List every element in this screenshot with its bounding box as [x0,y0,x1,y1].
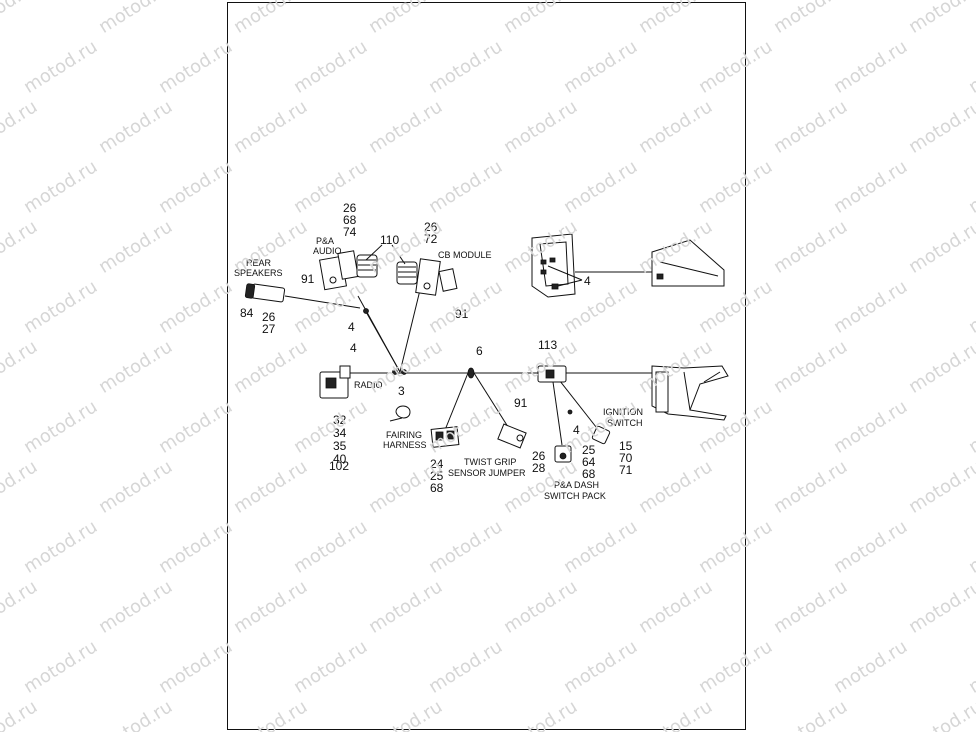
junction-dot [392,369,398,375]
callout-radio-ref: 34 [333,426,347,440]
callout-fairing-conn-ref: 68 [430,481,444,495]
harness-branch-ignition [555,375,601,433]
fork-lock-bracket [651,365,729,421]
leader-4-bracket [557,279,583,287]
rear-speaker-connector [244,283,286,303]
label-pa-dash-1: P&A DASH [554,480,599,490]
harness-clip [467,367,475,379]
pa-audio-connector [318,250,359,291]
label-pa-audio-2: AUDIO [313,246,342,256]
dash-bracket-assembly [531,233,576,298]
callout-radio-ref: 102 [329,459,349,473]
callout-dash-ref: 25 [582,443,596,457]
callout-110: 110 [380,233,399,247]
callout-6: 6 [476,344,483,358]
label-fairing-harness-1: FAIRING [386,430,422,440]
label-cb-module: CB MODULE [438,250,492,260]
harness-branch-twistgrip [473,372,511,431]
callout-4-dash: 4 [573,423,580,437]
radio-unit [319,365,351,399]
callout-ignition-ref: 71 [619,463,633,477]
callout-cb-ref: 26 [424,220,438,234]
callout-radio-ref: 35 [333,439,347,453]
callout-radio-ref: 40 [333,452,347,466]
label-radio: RADIO [354,380,383,390]
callout-pa-audio-ref: 68 [343,213,357,227]
label-rear-speakers-2: SPEAKERS [234,268,283,278]
callout-ignition-ref: 15 [619,439,633,453]
callout-speaker-ref: 27 [262,322,276,336]
label-rear-speakers-1: REAR [246,258,272,268]
cb-module-jack-connector [396,261,418,285]
harness-junction-block [537,365,567,383]
callout-ignition-ref: 70 [619,451,633,465]
leader-4-bracket [547,265,583,281]
leader-110 [365,244,383,261]
callout-3: 3 [398,384,405,398]
callout-cb-ref: 72 [424,232,438,246]
callout-pa-audio-ref: 26 [343,201,357,215]
label-fairing-harness-2: HARNESS [383,440,427,450]
label-twist-grip-1: TWIST GRIP [464,457,516,467]
callout-twist-ref: 26 [532,449,546,463]
callout-fairing-conn-ref: 24 [430,457,444,471]
callout-dash-ref: 68 [582,467,596,481]
cable-strap [567,409,573,415]
dash-switch-connector [554,445,572,463]
callout-4-speaker: 4 [348,320,355,334]
label-ignition-switch-2: SWITCH [607,418,643,428]
callout-113: 113 [538,338,557,352]
label-pa-audio-1: P&A [316,236,334,246]
fairing-harness-connector [389,405,411,422]
callout-speaker-ref: 26 [262,310,276,324]
cb-module-connector [415,258,458,296]
audio-jack-connector [356,254,378,278]
ignition-switch-connector [591,425,611,445]
harness-branch-fairing [444,372,469,431]
callout-twist-ref: 28 [532,461,546,475]
cable-strap [363,308,369,314]
twist-grip-connector [497,423,527,449]
fairing-connector-pair [430,426,460,448]
callout-84: 84 [240,306,254,320]
label-pa-dash-2: SWITCH PACK [544,491,606,501]
label-twist-grip-2: SENSOR JUMPER [448,468,526,478]
label-ignition-switch-1: IGNITION [603,407,643,417]
cb-bracket-rail [651,239,725,287]
harness-branch-audio [357,295,401,373]
harness-branch-dash [551,374,563,446]
junction-dot [401,369,407,375]
callout-91-mid: 91 [514,396,528,410]
callout-fairing-conn-ref: 25 [430,469,444,483]
callout-91-right: 91 [455,307,469,321]
callout-pa-audio-ref: 74 [343,225,357,239]
harness-branch-cb [399,289,421,373]
callout-4-cb: 4 [584,274,591,288]
callout-4-radio: 4 [350,341,357,355]
callout-91-left: 91 [301,272,315,286]
leader-110 [391,244,406,265]
speaker-lead [284,295,361,309]
callout-dash-ref: 64 [582,455,596,469]
callout-radio-ref: 32 [333,413,347,427]
